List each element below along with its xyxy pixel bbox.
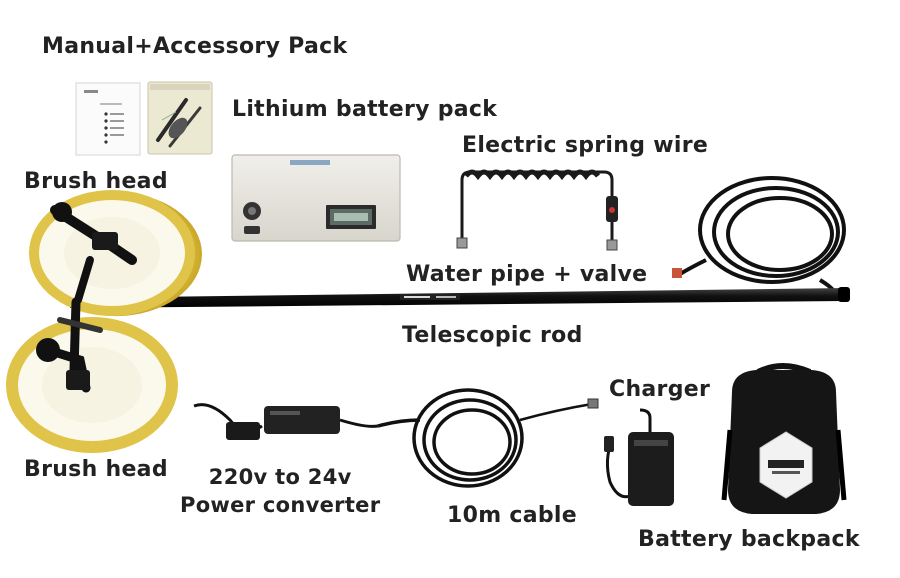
brush-head-bottom-label: Brush head (24, 457, 168, 482)
lithium-battery-pack-label: Lithium battery pack (232, 97, 498, 122)
ten-meter-cable (377, 388, 599, 488)
battery-backpack (721, 363, 847, 514)
brush-head-bottom (6, 297, 178, 453)
water-pipe-coil (672, 176, 846, 301)
power-converter-label-line1: 220v to 24v (208, 465, 352, 489)
power-converter (193, 403, 379, 440)
accessory-bag (147, 81, 213, 155)
power-converter-label: 220v to 24v Power converter (180, 463, 380, 520)
charger (604, 408, 674, 506)
electric-spring-wire-label: Electric spring wire (462, 133, 709, 158)
water-pipe-valve-label: Water pipe + valve (406, 262, 648, 287)
manual-booklet (75, 82, 141, 156)
telescopic-rod-label: Telescopic rod (402, 323, 583, 348)
cable-label: 10m cable (447, 503, 577, 528)
brush-head-top-label: Brush head (24, 169, 168, 194)
lithium-battery-box (231, 154, 401, 242)
manual-accessory-pack-label: Manual+Accessory Pack (42, 34, 348, 59)
telescopic-rod (70, 287, 850, 308)
battery-backpack-label: Battery backpack (638, 527, 860, 552)
charger-label: Charger (609, 377, 711, 402)
power-converter-label-line2: Power converter (180, 493, 381, 518)
brush-head-top (29, 190, 202, 317)
electric-spring-wire (456, 169, 618, 251)
